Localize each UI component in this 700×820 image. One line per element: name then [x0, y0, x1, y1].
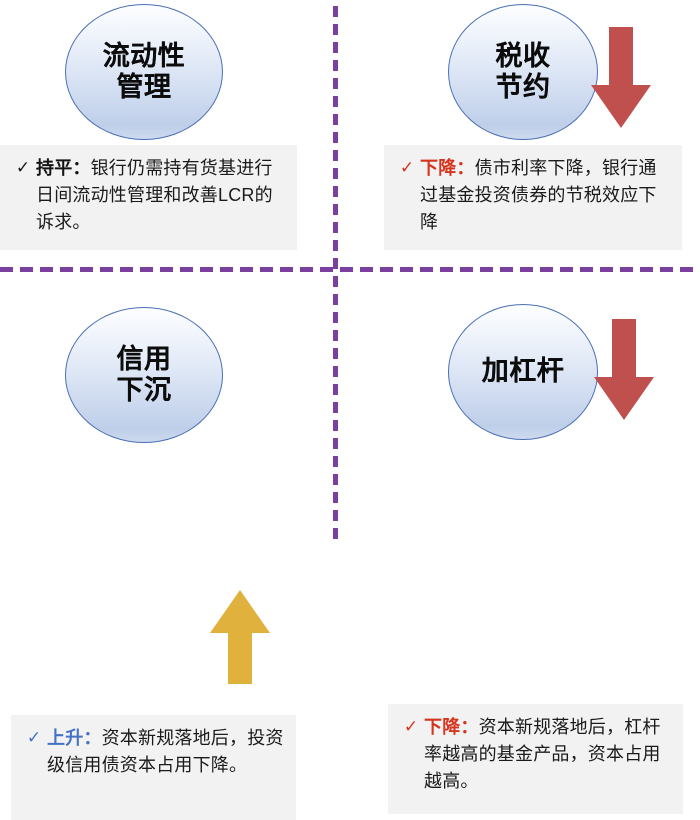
- note-tag: 上升：: [47, 728, 102, 748]
- quadrant-tax-saving: 税收 节约 ✓ 下降：债市利率下降，银行通过基金投资债券的节税效应下降: [338, 0, 700, 267]
- circle-badge-leverage[interactable]: 加杠杆: [448, 304, 598, 440]
- vertical-dashed-divider: [333, 6, 338, 546]
- note-body: 上升：资本新规落地后，投资级信用债资本占用下降。: [47, 725, 288, 779]
- quadrant-liquidity-management: 流动性 管理 ✓ 持平：银行仍需持有货基进行日间流动性管理和改善LCR的诉求。: [0, 0, 333, 267]
- circle-label: 税收 节约: [495, 40, 551, 102]
- circle-label: 加杠杆: [481, 356, 565, 387]
- note-card-credit-sinking: ✓ 上升：资本新规落地后，投资级信用债资本占用下降。: [11, 715, 296, 820]
- check-icon: ✓: [26, 728, 42, 748]
- circle-badge-tax-saving[interactable]: 税收 节约: [448, 4, 598, 140]
- check-icon: ✓: [15, 158, 31, 178]
- note-body: 持平：银行仍需持有货基进行日间流动性管理和改善LCR的诉求。: [36, 155, 289, 236]
- note-card-liquidity-management: ✓ 持平：银行仍需持有货基进行日间流动性管理和改善LCR的诉求。: [0, 145, 297, 250]
- note-text: 银行仍需持有货基进行日间流动性管理和改善LCR的诉求。: [36, 158, 273, 232]
- circle-badge-liquidity-management[interactable]: 流动性 管理: [65, 4, 223, 140]
- circle-label: 信用 下沉: [116, 343, 172, 405]
- note-card-leverage: ✓ 下降：资本新规落地后，杠杆率越高的基金产品，资本占用越高。: [388, 704, 683, 814]
- note-tag: 持平：: [36, 158, 91, 178]
- quadrant-leverage: 加杠杆 ✓ 下降：资本新规落地后，杠杆率越高的基金产品，资本占用越高。: [338, 272, 700, 814]
- circle-label: 流动性 管理: [102, 40, 186, 102]
- quadrant-credit-sinking: 信用 下沉 ✓ 上升：资本新规落地后，投资级信用债资本占用下降。: [0, 272, 333, 820]
- note-card-tax-saving: ✓ 下降：债市利率下降，银行通过基金投资债券的节税效应下降: [384, 145, 682, 250]
- circle-badge-credit-sinking[interactable]: 信用 下沉: [65, 307, 223, 443]
- note-body: 下降：债市利率下降，银行通过基金投资债券的节税效应下降: [420, 155, 674, 236]
- note-text: 债市利率下降，银行通过基金投资债券的节税效应下降: [420, 158, 657, 232]
- check-icon: ✓: [399, 158, 415, 178]
- note-body: 下降：资本新规落地后，杠杆率越高的基金产品，资本占用越高。: [424, 714, 675, 795]
- horizontal-dashed-divider: [0, 267, 700, 272]
- check-icon: ✓: [403, 717, 419, 737]
- note-tag: 下降：: [424, 717, 479, 737]
- note-tag: 下降：: [420, 158, 475, 178]
